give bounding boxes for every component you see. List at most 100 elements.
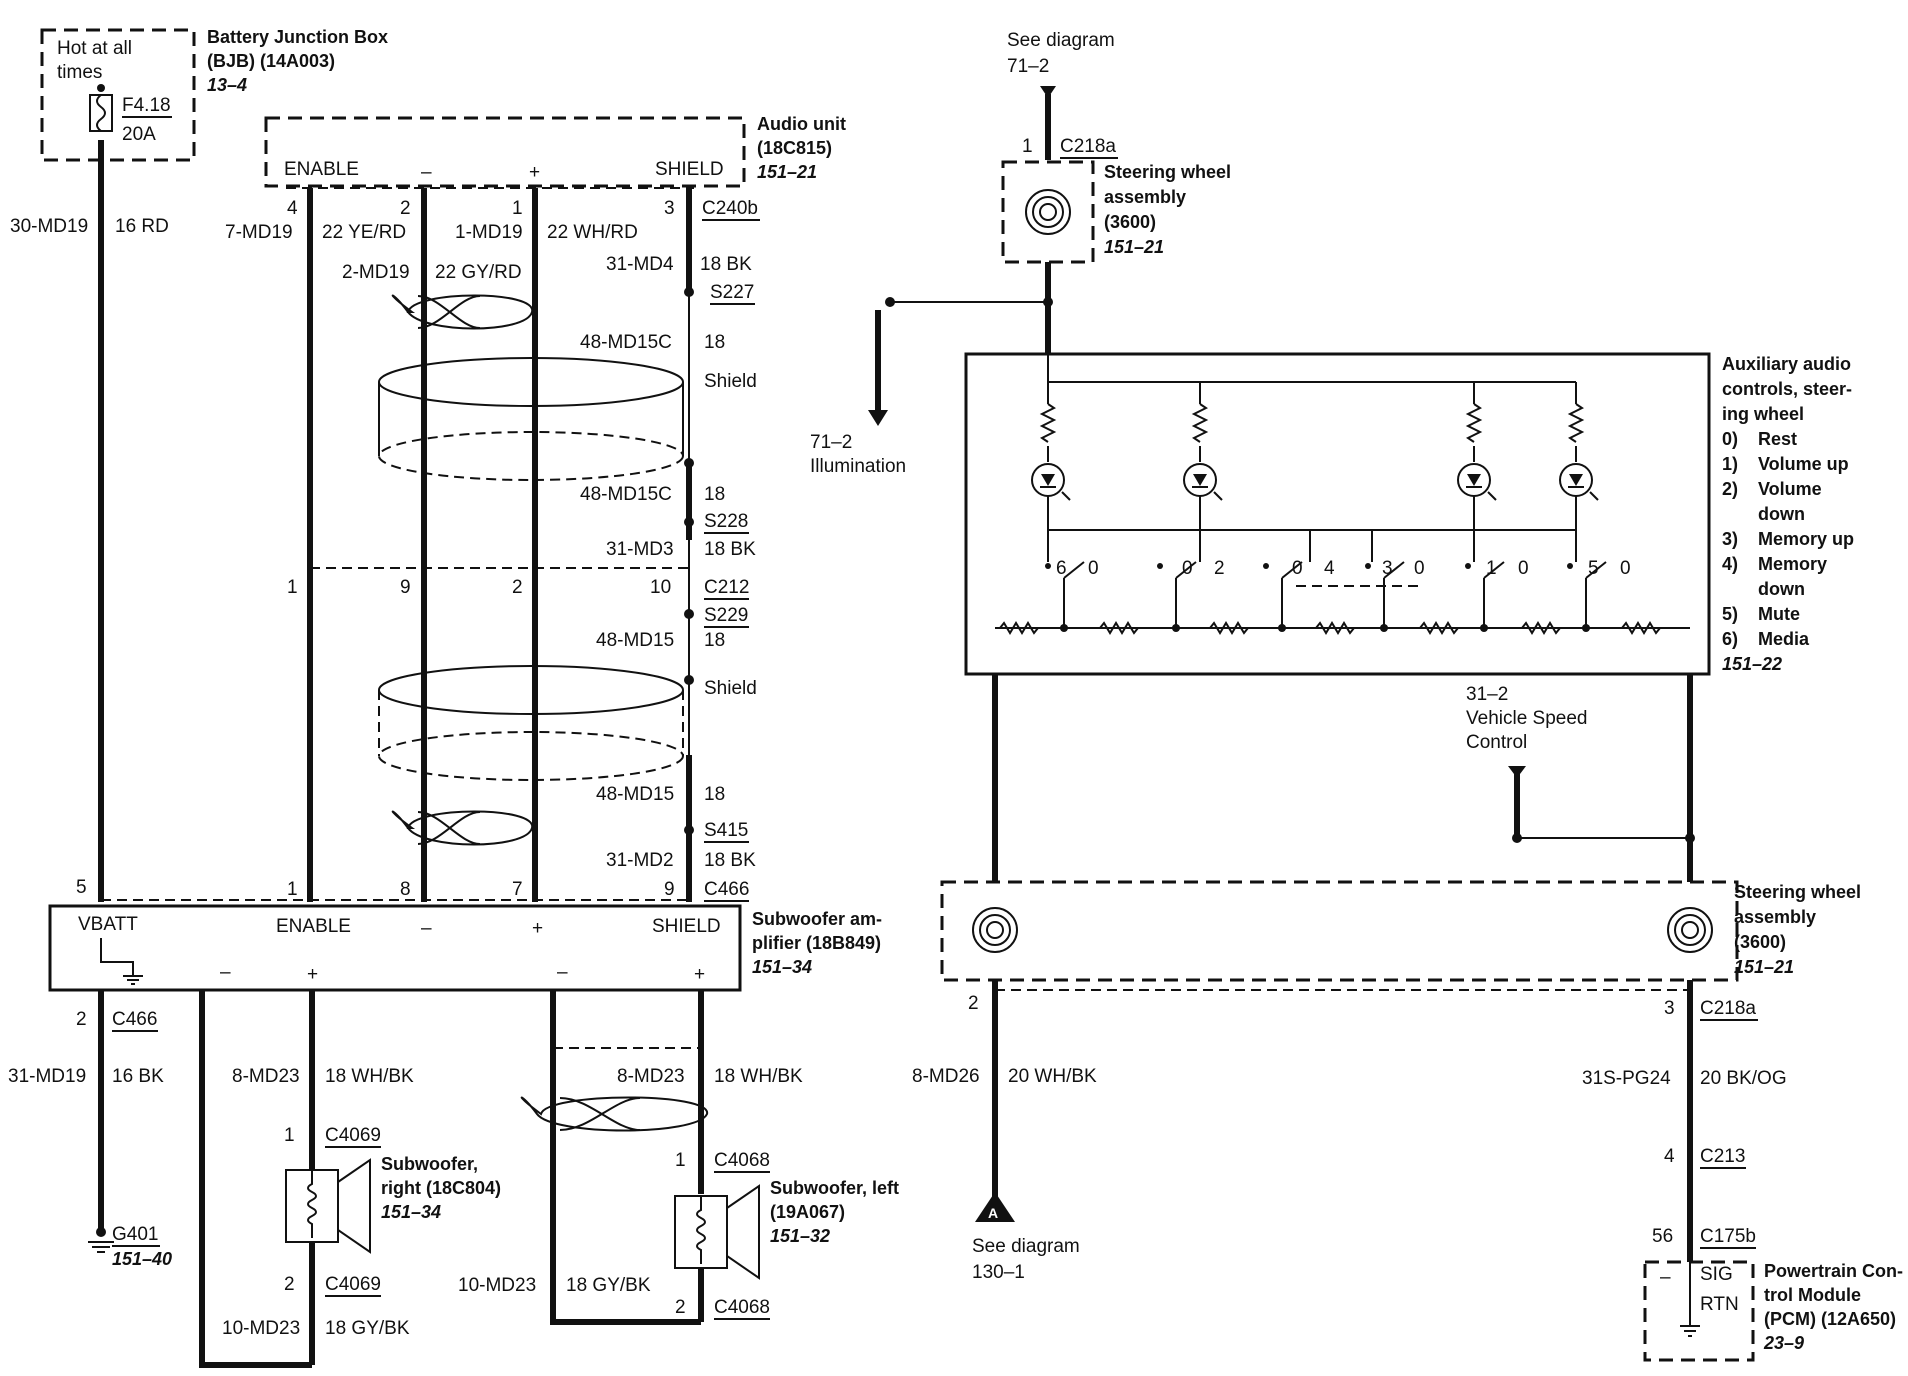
aux-mode-num: 4) (1722, 554, 1738, 574)
amp-out-r-minus: – (220, 962, 231, 983)
see-diagram-top-ref: 71–2 (1007, 56, 1049, 77)
c212-pin-9: 9 (400, 577, 411, 598)
switch-icon (1585, 561, 1607, 579)
amp-shield: SHIELD (652, 916, 721, 937)
pcm-ref: 23–9 (1763, 1333, 1804, 1353)
switch-label: 5 (1588, 558, 1599, 579)
au-minus: – (421, 162, 432, 183)
sub-r-name-line2: right (18C804) (381, 1178, 501, 1198)
see-diagram-top: See diagram (1007, 30, 1115, 51)
c212-pin-1: 1 (287, 577, 298, 598)
sw-bottom-line3: (3600) (1734, 932, 1786, 952)
twisted-pair-icon (520, 1096, 708, 1132)
amp-out-l-minus: – (557, 962, 568, 983)
amp-pin-1: 1 (287, 879, 298, 900)
speaker-icon (285, 1158, 371, 1254)
wire-48-b-color: 18 (704, 784, 725, 805)
switch-label: 6 (1056, 558, 1067, 579)
aux-mode-num: 3) (1722, 529, 1738, 549)
sub-r-pin-bot: 2 (284, 1274, 295, 1295)
subwoofer-amplifier: VBATT ENABLE – + SHIELD – + – + Subwoofe… (48, 904, 882, 992)
bjb-fuse-label: F4.18 (122, 95, 171, 116)
sub-r-name-line1: Subwoofer, (381, 1154, 478, 1174)
vsc-ref: 31–2 (1466, 684, 1508, 705)
aux-mode-text: down (1758, 504, 1805, 524)
c212-pin-10: 10 (650, 577, 671, 598)
clockspring-icon (972, 907, 1018, 953)
audio-unit: ENABLE – + SHIELD Audio unit (18C815) 15… (264, 114, 846, 188)
wire-7-color: 22 YE/RD (322, 222, 406, 243)
c212: C212 (704, 577, 749, 598)
see-diagram-bottom: See diagram (972, 1236, 1080, 1257)
switch-position-labels: 6 0 0 2 0 4 3 0 1 0 5 0 (1056, 558, 1631, 579)
sub-l-wire-bot: 10-MD23 (458, 1275, 536, 1296)
aux-mode-num: 5) (1722, 604, 1738, 624)
switch-icon (1383, 561, 1405, 579)
sub-r-wire-top: 8-MD23 (232, 1066, 300, 1087)
switch-icon (1281, 561, 1303, 579)
wire-31s-pg24-label: 31S-PG24 (1582, 1068, 1671, 1089)
vsc-line2: Control (1466, 732, 1527, 753)
bjb-note-line1: Hot at all (57, 38, 132, 59)
c175b: C175b (1700, 1226, 1756, 1247)
wire-48c-b-color: 18 (704, 484, 725, 505)
s415: S415 (704, 820, 748, 841)
switch-contact (1365, 563, 1371, 569)
c212-pin-2: 2 (512, 577, 523, 598)
sub-l-color-bot: 18 GY/BK (566, 1275, 651, 1296)
sub-r-wire-bot: 10-MD23 (222, 1318, 300, 1339)
aux-line3: ing wheel (1722, 404, 1804, 424)
au-connector: C240b (702, 198, 758, 219)
sw-top-ref: 151–21 (1104, 237, 1164, 257)
shield-label-2: Shield (704, 678, 757, 699)
vsc-line1: Vehicle Speed (1466, 708, 1588, 729)
s227: S227 (710, 282, 754, 303)
pcm-minus: – (1660, 1267, 1671, 1288)
amp-out-r-plus: + (307, 964, 318, 985)
aux-mode-text: Media (1758, 629, 1810, 649)
sub-l-wire-top: 8-MD23 (617, 1066, 685, 1087)
twisted-pair-icon (391, 294, 534, 330)
aux-mode-num: 1) (1722, 454, 1738, 474)
aux-mode-list: 0) Rest 1) Volume up 2) Volume down 3) M… (1722, 429, 1854, 649)
sub-r-pin-top: 1 (284, 1125, 295, 1146)
wire-2-color: 22 GY/RD (435, 262, 522, 283)
switch-icon (1483, 561, 1505, 579)
ground-icon (88, 1227, 114, 1253)
ground-wire-color: 16 BK (112, 1066, 164, 1087)
au-plus: + (529, 162, 540, 183)
switch-contact (1465, 563, 1471, 569)
speaker-icon (674, 1184, 760, 1280)
au-shield: SHIELD (655, 159, 724, 180)
pin-2-left: 2 (968, 993, 979, 1014)
switch-label: 3 (1382, 558, 1393, 579)
switch-icon (1175, 561, 1197, 579)
wire-2-label: 2-MD19 (342, 262, 410, 283)
pcm-line2: trol Module (1764, 1285, 1861, 1305)
fuse-icon (89, 84, 113, 132)
amp-ref: 151–34 (752, 957, 812, 977)
sub-l-ref: 151–32 (770, 1226, 830, 1246)
s229: S229 (704, 605, 748, 626)
wire-48-a-label: 48-MD15 (596, 630, 674, 651)
switch-contact (1157, 563, 1163, 569)
switch-label: 0 (1620, 558, 1631, 579)
sub-l-conn-top: C4068 (714, 1150, 770, 1171)
led-ray (1213, 491, 1223, 501)
sub-l-conn-bot: C4068 (714, 1297, 770, 1318)
auxiliary-audio-controls: 6 0 0 2 0 4 3 0 1 0 5 0 (964, 352, 1711, 676)
aux-mode-text: Memory (1758, 554, 1827, 574)
ground-id: G401 (112, 1224, 158, 1245)
switch-label: 0 (1518, 558, 1529, 579)
steering-wheel-assembly-bottom: Steering wheel assembly (3600) 151–21 (940, 880, 1861, 982)
pcm-rtn: RTN (1700, 1294, 1739, 1315)
c213-pin: 4 (1664, 1146, 1675, 1167)
switch-label: 0 (1088, 558, 1099, 579)
wire-31-4-color: 18 BK (700, 254, 752, 275)
bjb-fuse-amps: 20A (122, 124, 156, 145)
aux-mode-num: 2) (1722, 479, 1738, 499)
ground-wire: 31-MD19 (8, 1066, 86, 1087)
amp-pin-8: 8 (400, 879, 411, 900)
see-diagram-bottom-ref: 130–1 (972, 1262, 1025, 1283)
